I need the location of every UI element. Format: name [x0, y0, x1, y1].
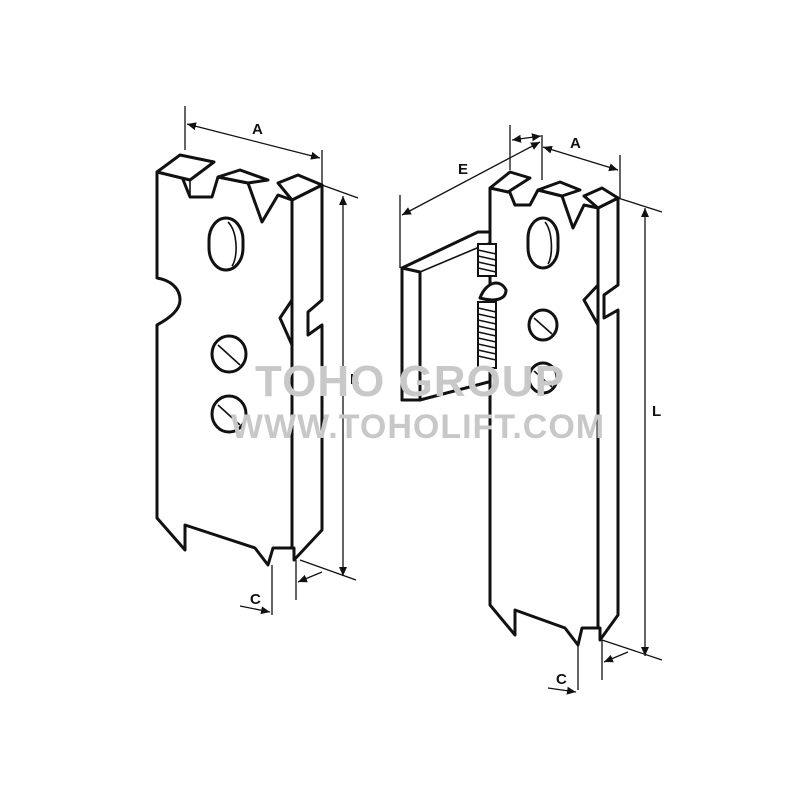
left-dim-l-label: L [350, 371, 359, 388]
left-jaw-tooth-1 [155, 153, 216, 182]
watermark-line-2: WWW.TOHOLIFT.COM [231, 408, 605, 446]
left-dimension-lines [184, 106, 359, 615]
right-dimension-lines [399, 125, 663, 695]
right-jaw-tooth-1 [488, 170, 532, 194]
right-jaw-figure [400, 170, 620, 647]
right-dim-e-label: E [458, 161, 468, 178]
right-jaw-threaded-bolt [477, 243, 508, 369]
right-jaw-slot-hole [526, 216, 560, 270]
left-jaw-slot-hole [207, 216, 245, 272]
right-dim-c-label: C [556, 671, 567, 688]
right-jaw-tooth-2 [536, 180, 582, 198]
left-dim-a-label: A [252, 121, 263, 138]
left-jaw-tooth-2 [216, 168, 270, 185]
right-dim-a-label: A [570, 135, 581, 152]
watermark-line-1: TOHO GROUP [255, 357, 565, 406]
right-dim-l-label: L [652, 403, 661, 420]
left-dim-c-label: C [250, 591, 261, 608]
